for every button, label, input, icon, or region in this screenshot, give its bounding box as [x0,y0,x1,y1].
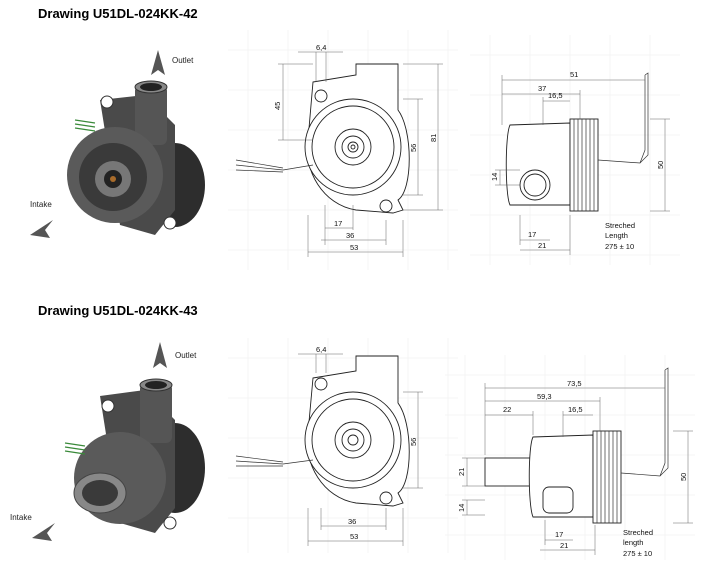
pump-body [67,80,205,235]
dim-17: 17 [555,530,563,539]
dim-37: 37 [538,84,546,93]
dim-73-5: 73,5 [567,379,582,388]
dim-81: 81 [429,134,438,142]
dim-16-5: 16,5 [548,91,563,100]
dim-6-4: 6,4 [316,43,326,52]
pump-photo-1: Outlet Intake [30,50,205,238]
pump-photo-2: Outlet Intake [10,342,205,541]
pump-outline [505,72,649,212]
dim-16-5: 16,5 [568,405,583,414]
dim-6-4: 6,4 [316,345,326,354]
dim-22: 22 [503,405,511,414]
dim-17: 17 [528,230,536,239]
dimension-lines [462,383,693,555]
front-view-drawing-1: 6,4 45 81 56 17 36 53 [228,30,458,270]
pump-outline [235,63,410,214]
dim-53: 53 [350,532,358,541]
pump-outline [235,355,410,507]
dim-36: 36 [348,517,356,526]
dim-59-3: 59,3 [537,392,552,401]
pump-body [64,378,205,533]
drawing-title-2: Drawing U51DL-024KK-43 [38,303,198,318]
dim-51: 51 [570,70,578,79]
dim-14: 14 [490,173,499,181]
dim-17: 17 [334,219,342,228]
dim-14: 14 [457,504,466,512]
dim-56: 56 [409,144,418,152]
outlet-arrow-icon [151,50,165,75]
note-275: 275 ± 10 [623,549,652,558]
note-275: 275 ± 10 [605,242,634,251]
dimension-lines [298,353,423,546]
outlet-label: Outlet [175,351,197,360]
outlet-arrow-icon [153,342,167,368]
dim-56: 56 [409,438,418,446]
side-view-drawing-1: 51 37 16,5 14 50 17 21 Streched Length 2… [470,35,680,265]
note-length: length [623,538,643,547]
dim-21: 21 [538,241,546,250]
intake-label: Intake [10,513,32,522]
intake-arrow-icon [32,523,55,541]
pump-outline [484,367,669,524]
dim-50: 50 [679,473,688,481]
intake-label: Intake [30,200,52,209]
dim-45: 45 [273,102,282,110]
note-length: Length [605,231,628,240]
dim-53: 53 [350,243,358,252]
dim-21-vertical: 21 [457,468,466,476]
note-streched: Streched [623,528,653,537]
note-streched: Streched [605,221,635,230]
dim-50: 50 [656,161,665,169]
intake-arrow-icon [30,220,53,238]
side-view-drawing-2: 73,5 59,3 22 16,5 21 14 50 17 21 Streche… [445,355,695,560]
dim-21: 21 [560,541,568,550]
drawing-title-1: Drawing U51DL-024KK-42 [38,6,198,21]
dimension-lines [495,75,670,255]
outlet-label: Outlet [172,56,194,65]
dim-36: 36 [346,231,354,240]
front-view-drawing-2: 6,4 56 36 53 [228,338,458,553]
dimension-lines [278,51,443,257]
